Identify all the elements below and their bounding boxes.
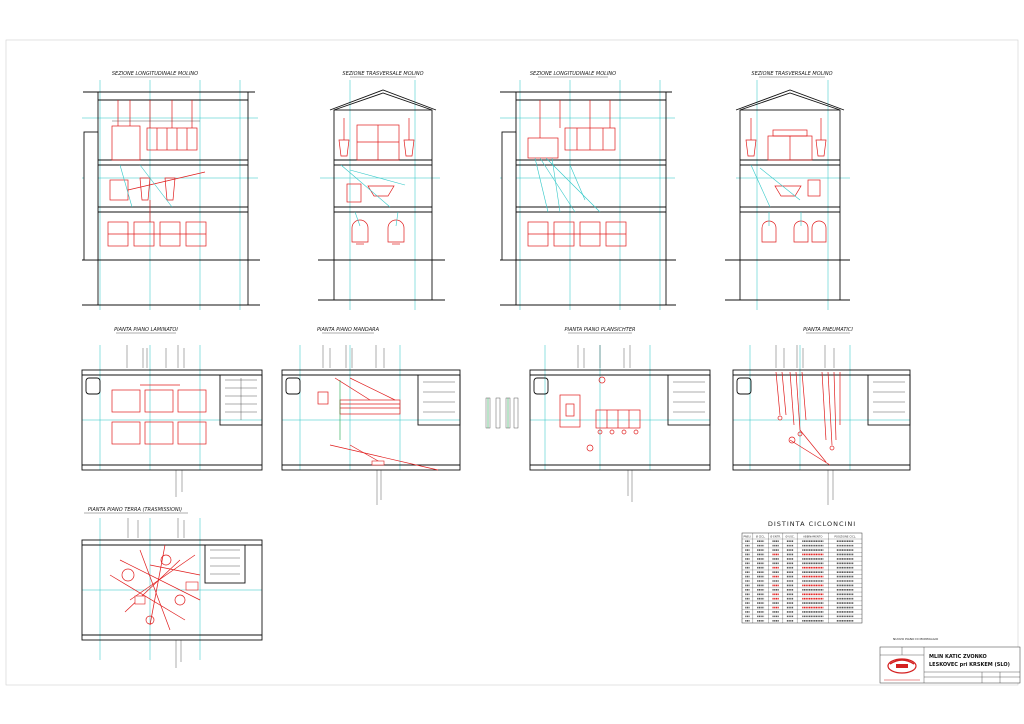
cyclone-table-columns: PNEU. Ø CICL. Ø ENTR. Ø USC. ABBINAMENTO POSI… [743, 533, 856, 623]
sheet-border [5, 39, 1019, 686]
plan-terra [81, 518, 263, 668]
title-plan-terra: PIANTA PIANO TERRA (TRASMISSIONI) [88, 507, 182, 513]
section-transverse-2 [725, 80, 850, 310]
section-longitudinal-2 [500, 80, 676, 310]
section-longitudinal-1 [82, 80, 260, 310]
company-logo [884, 658, 920, 681]
table-header-cell: Ø CICL. [756, 533, 766, 538]
table-header-cell: PNEU. [743, 534, 751, 538]
plan-mandara [281, 345, 461, 505]
title-block: NUOVO PIANO DI MONTAGGIO MLIN KATIC ZVON… [879, 637, 1021, 684]
plan-pneumatici [732, 345, 911, 505]
cyclone-table-frame [741, 532, 863, 624]
title-plan-plansichter: PIANTA PIANO PLANSICHTER [565, 327, 636, 333]
title-plan-mandara: PIANTA PIANO MANDARA [317, 327, 380, 333]
cyclone-list-title: DISTINTA CICLONCINI [768, 520, 856, 528]
client-location: LESKOVEC pri KRSKEM (SLO) [929, 662, 1010, 668]
cyclone-table-rows [742, 538, 862, 622]
title-plan-pneumatici: PIANTA PNEUMATICI [803, 327, 853, 333]
section-transverse-1 [318, 80, 445, 310]
table-header-cell: Ø USC. [785, 533, 794, 538]
plan-laminatoi [81, 345, 263, 497]
table-header-cell: ABBINAMENTO [803, 534, 822, 538]
plan-plansichter [485, 345, 711, 502]
title-section-long-2: SEZIONE LONGITUDINALE MOLINO [530, 71, 616, 77]
title-section-trans-2: SEZIONE TRASVERSALE MOLINO [751, 71, 832, 77]
view-titles: SEZIONE LONGITUDINALE MOLINO SEZIONE TRA… [84, 71, 853, 514]
cyclone-list: DISTINTA CICLONCINI PNEU. Ø CICL. Ø ENTR. Ø… [741, 520, 863, 624]
title-plan-laminatoi: PIANTA PIANO LAMINATOI [114, 327, 178, 333]
title-section-long-1: SEZIONE LONGITUDINALE MOLINO [112, 71, 198, 77]
table-header-cell: POSIZIONE CICL. [834, 534, 856, 538]
title-section-trans-1: SEZIONE TRASVERSALE MOLINO [342, 71, 423, 77]
client-name: MLIN KATIC ZVONKO [929, 654, 987, 660]
title-block-note: NUOVO PIANO DI MONTAGGIO [893, 637, 939, 641]
table-header-cell: Ø ENTR. [770, 533, 781, 538]
